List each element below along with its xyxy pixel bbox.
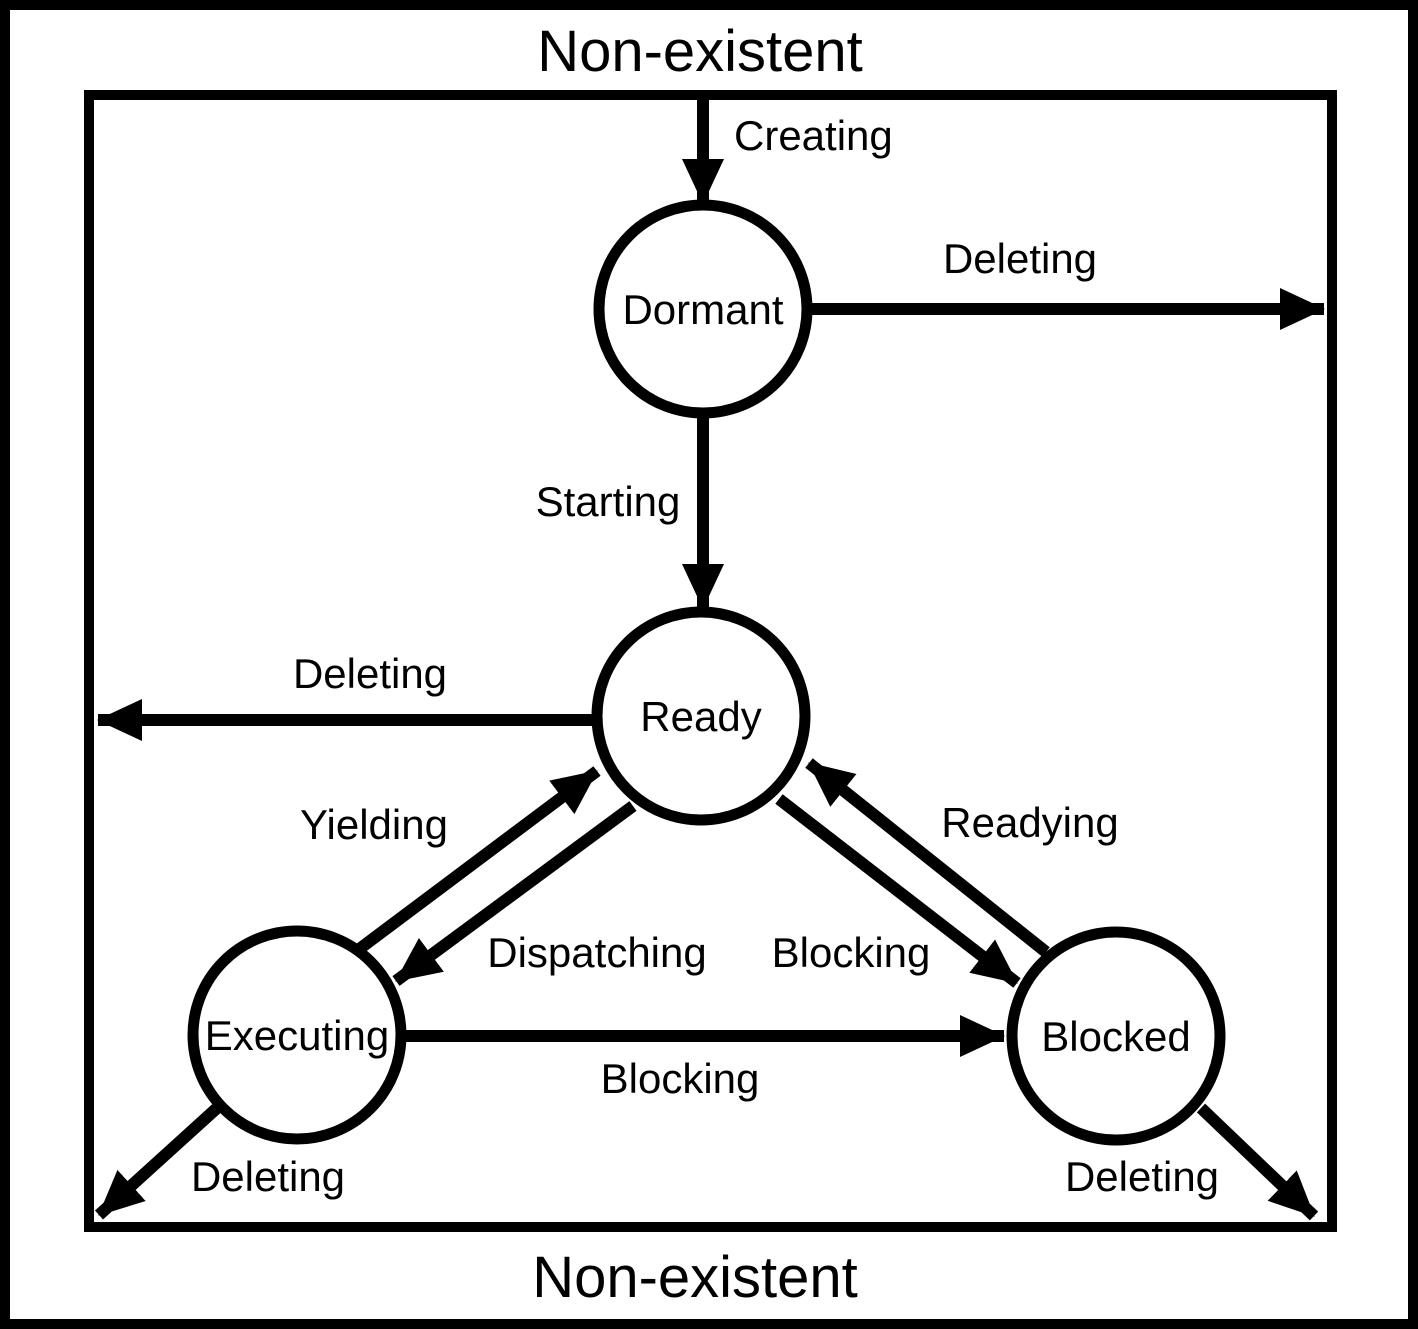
state-executing-circle	[187, 925, 407, 1145]
transition-blocking-ready-to-blocked-arrow	[775, 794, 1021, 988]
state-blocked-circle	[1006, 926, 1226, 1146]
transition-deleting-from-executing-arrow	[94, 1103, 222, 1220]
transition-blocking-executing-to-blocked-label: Blocking	[601, 1055, 760, 1102]
transition-dispatching-label: Dispatching	[487, 929, 706, 976]
transition-yielding-arrow	[354, 766, 601, 955]
transition-yielding-label: Yielding	[300, 801, 448, 848]
transition-readying-label: Readying	[941, 799, 1118, 846]
state-ready-circle	[591, 606, 811, 826]
outer-region-title-top: Non-existent	[537, 19, 863, 84]
transition-deleting-from-dormant-label: Deleting	[943, 235, 1097, 282]
state-blocked-label: Blocked	[1041, 1013, 1190, 1060]
transition-deleting-from-executing-label: Deleting	[191, 1153, 345, 1200]
transition-dispatching-arrow	[392, 801, 637, 986]
transition-starting-label: Starting	[536, 478, 681, 525]
state-dormant-label: Dormant	[622, 286, 783, 333]
transition-deleting-from-blocked-arrow	[1196, 1103, 1319, 1221]
outer-region-title-bottom: Non-existent	[532, 1245, 858, 1310]
state-executing-label: Executing	[205, 1012, 389, 1059]
state-dormant-circle	[593, 199, 813, 419]
transition-deleting-from-blocked-label: Deleting	[1065, 1153, 1219, 1200]
transition-blocking-ready-to-blocked-label: Blocking	[772, 929, 931, 976]
transition-readying-arrow	[805, 758, 1050, 957]
transition-creating-label: Creating	[734, 112, 893, 159]
transition-deleting-from-ready-label: Deleting	[293, 650, 447, 697]
state-ready-label: Ready	[640, 693, 761, 740]
